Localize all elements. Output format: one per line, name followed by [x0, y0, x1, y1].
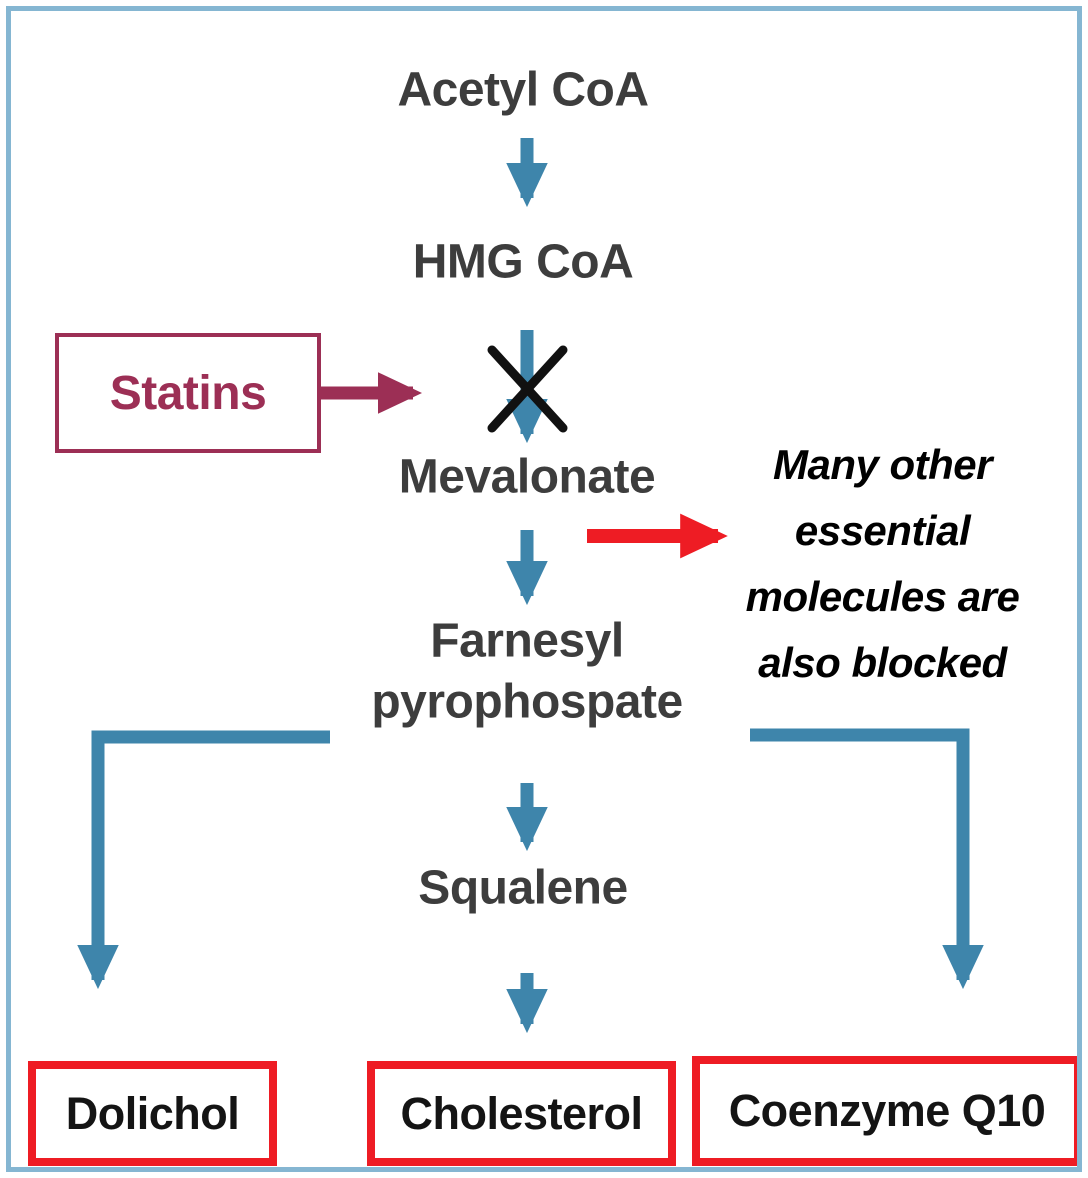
node-hmg-coa: HMG CoA: [412, 235, 634, 289]
output-label-dolichol: Dolichol: [65, 1087, 240, 1139]
node-farnesyl-line1: Farnesyl: [430, 614, 624, 668]
blocked-x-icon: [487, 345, 568, 433]
output-label-coenzyme-q10: Coenzyme Q10: [728, 1085, 1046, 1136]
annotation-other-molecules: Many other essential molecules are also …: [690, 432, 1075, 696]
output-label-cholesterol: Cholesterol: [400, 1087, 643, 1139]
output-box-cholesterol: Cholesterol: [367, 1061, 676, 1166]
annotation-line-2: essential: [794, 507, 971, 554]
node-farnesyl-line2: pyrophospate: [371, 675, 683, 729]
annotation-line-3: molecules are: [745, 573, 1020, 620]
branch-farnesyl-to-dolichol-icon: [77, 730, 330, 990]
annotation-line-4: also blocked: [758, 639, 1007, 686]
statins-label: Statins: [109, 366, 267, 420]
annotation-line-1: Many other: [772, 441, 993, 488]
node-squalene: Squalene: [418, 861, 628, 915]
branch-farnesyl-to-coenzyme-q10-icon: [750, 728, 984, 990]
node-acetyl-coa: Acetyl CoA: [397, 63, 649, 117]
output-box-dolichol: Dolichol: [28, 1061, 277, 1166]
output-box-coenzyme-q10: Coenzyme Q10: [692, 1056, 1082, 1166]
node-mevalonate: Mevalonate: [398, 450, 656, 504]
statins-box: Statins: [55, 333, 321, 453]
